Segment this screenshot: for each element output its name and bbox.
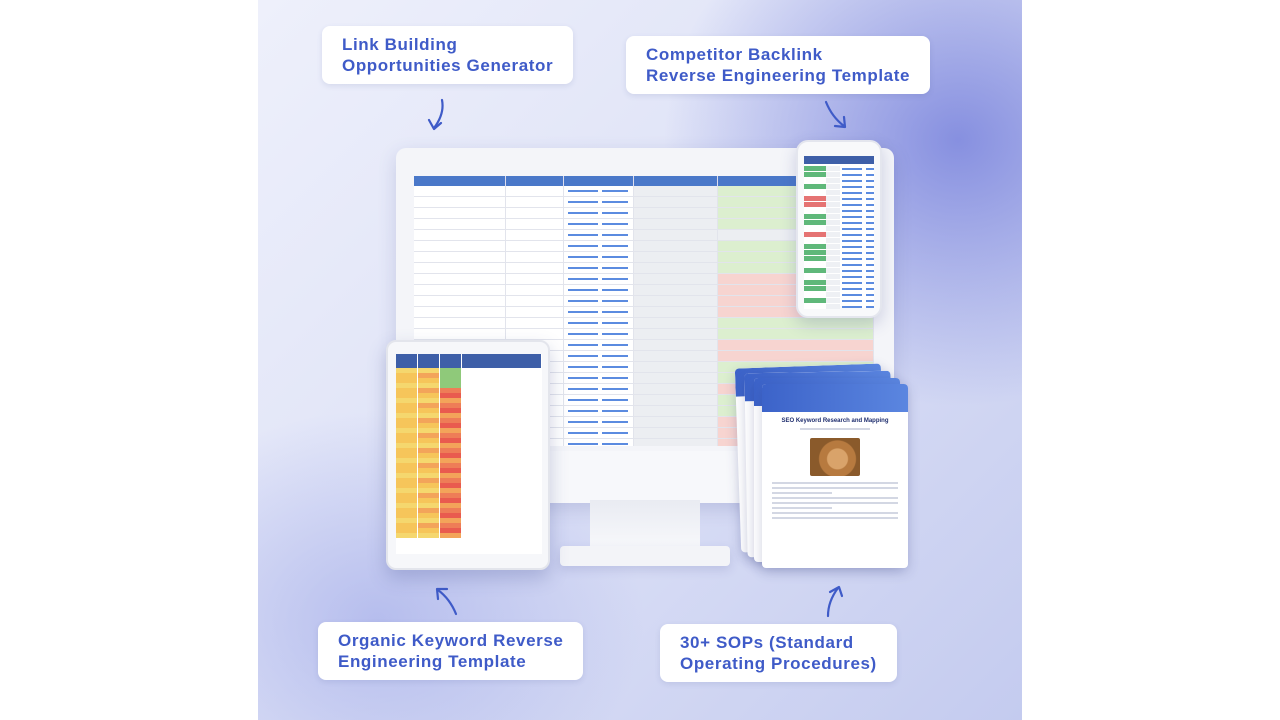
tablet	[386, 340, 550, 570]
curved-arrow-up-icon	[826, 585, 844, 618]
phone-screen	[804, 156, 874, 309]
promo-panel: Link Building Opportunities Generator Co…	[258, 0, 1022, 720]
monitor-stand	[590, 500, 700, 548]
sop-photo	[810, 438, 860, 476]
curved-arrow-up-icon	[435, 587, 458, 616]
callout-organic-keyword: Organic Keyword Reverse Engineering Temp…	[318, 622, 584, 680]
sop-page-front: SEO Keyword Research and Mapping	[762, 384, 908, 568]
callout-line: Engineering Template	[338, 652, 527, 671]
curved-arrow-down-icon	[824, 100, 847, 129]
monitor-base	[560, 546, 730, 566]
callout-sops: 30+ SOPs (Standard Operating Procedures)	[660, 624, 897, 682]
callout-line: Reverse Engineering Template	[646, 66, 911, 85]
callout-line: 30+ SOPs (Standard	[680, 633, 854, 652]
callout-line: Operating Procedures)	[680, 654, 877, 673]
callout-line: Opportunities Generator	[342, 56, 554, 75]
callout-link-building: Link Building Opportunities Generator	[322, 26, 574, 84]
callout-line: Competitor Backlink	[646, 45, 823, 64]
sop-title: SEO Keyword Research and Mapping	[781, 418, 889, 424]
tablet-screen	[396, 354, 542, 554]
callout-competitor-backlink: Competitor Backlink Reverse Engineering …	[626, 36, 931, 94]
callout-line: Organic Keyword Reverse	[338, 631, 564, 650]
callout-line: Link Building	[342, 35, 458, 54]
smartphone	[796, 140, 882, 318]
curved-arrow-down-icon	[427, 98, 444, 131]
sop-header-band	[762, 384, 908, 412]
